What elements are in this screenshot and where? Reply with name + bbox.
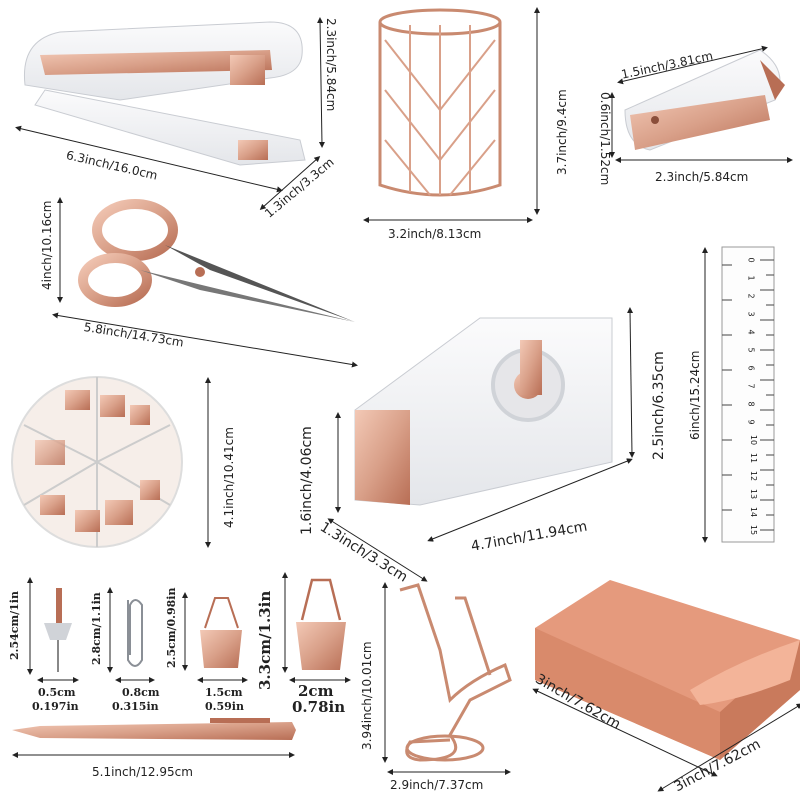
- clip-box-height-label: 4.1inch/10.41cm: [222, 427, 236, 528]
- ruler-number: 0: [746, 257, 756, 263]
- large-clip-width-cm: 2cm: [298, 682, 334, 700]
- ruler-number: 11: [749, 452, 759, 464]
- ruler-length-label: 6inch/15.24cm: [688, 350, 702, 440]
- ruler-number: 12: [749, 470, 759, 482]
- phone-stand-width-label: 2.9inch/7.37cm: [390, 778, 484, 792]
- small-clip-width-in: 0.59in: [205, 700, 244, 713]
- ruler-number: 1: [746, 275, 756, 281]
- small-binder-clip: [182, 592, 248, 683]
- scissors-width-label: 4inch/10.16cm: [40, 200, 54, 290]
- ruler-number: 15: [749, 524, 759, 536]
- pen-holder: [363, 6, 540, 223]
- small-clip-width-cm: 1.5cm: [205, 686, 243, 699]
- ruler-number: 6: [746, 365, 756, 371]
- pen: [12, 718, 296, 758]
- staple-remover-width-label: 2.3inch/5.84cm: [655, 170, 749, 184]
- paper-clip-height-label: 2.8cm/1.1in: [90, 592, 103, 665]
- push-pin-height-label: 2.54cm/1in: [8, 591, 21, 660]
- sticky-notes: [532, 580, 800, 792]
- clip-box: [11, 376, 211, 548]
- phone-stand-height-label: 3.94inch/10.01cm: [360, 641, 374, 750]
- stapler: [15, 17, 325, 210]
- tape-dispenser: [327, 307, 635, 582]
- ruler-number: 4: [746, 329, 756, 335]
- pen-holder-height-label: 3.7inch/9.4cm: [555, 89, 569, 175]
- large-clip-width-in: 0.78in: [292, 698, 346, 716]
- ruler-number: 8: [746, 401, 756, 407]
- tape-depth-label: 2.5inch/6.35cm: [651, 351, 667, 460]
- ruler-number: 3: [746, 311, 756, 317]
- ruler-number: 10: [749, 434, 759, 446]
- tape-height-label: 1.6inch/4.06cm: [299, 426, 315, 535]
- ruler-number: 13: [749, 488, 759, 500]
- ruler-number: 14: [749, 506, 759, 518]
- ruler-number: 5: [746, 347, 756, 353]
- phone-stand: [382, 582, 512, 775]
- paper-clip-width-in: 0.315in: [112, 700, 159, 713]
- small-clip-height-label: 2.5cm/0.98in: [165, 587, 178, 668]
- pen-holder-width-label: 3.2inch/8.13cm: [388, 227, 482, 241]
- large-binder-clip: [282, 572, 351, 683]
- pen-length-label: 5.1inch/12.95cm: [92, 765, 193, 779]
- staple-remover: [609, 45, 793, 163]
- ruler: [702, 246, 775, 543]
- ruler-number: 9: [746, 419, 756, 425]
- ruler-number: 2: [746, 293, 756, 299]
- stapler-height-label: 2.3inch/5.84cm: [324, 18, 338, 112]
- ruler-number: 7: [746, 383, 756, 389]
- paper-clip: [107, 587, 155, 683]
- large-clip-height-label: 3.3cm/1.3in: [256, 590, 274, 690]
- push-pin: [27, 577, 79, 683]
- staple-remover-height-label: 0.6inch/1.52cm: [598, 92, 612, 186]
- paper-clip-width-cm: 0.8cm: [122, 686, 160, 699]
- scissors: [52, 197, 358, 368]
- push-pin-width-in: 0.197in: [32, 700, 79, 713]
- push-pin-width-cm: 0.5cm: [38, 686, 76, 699]
